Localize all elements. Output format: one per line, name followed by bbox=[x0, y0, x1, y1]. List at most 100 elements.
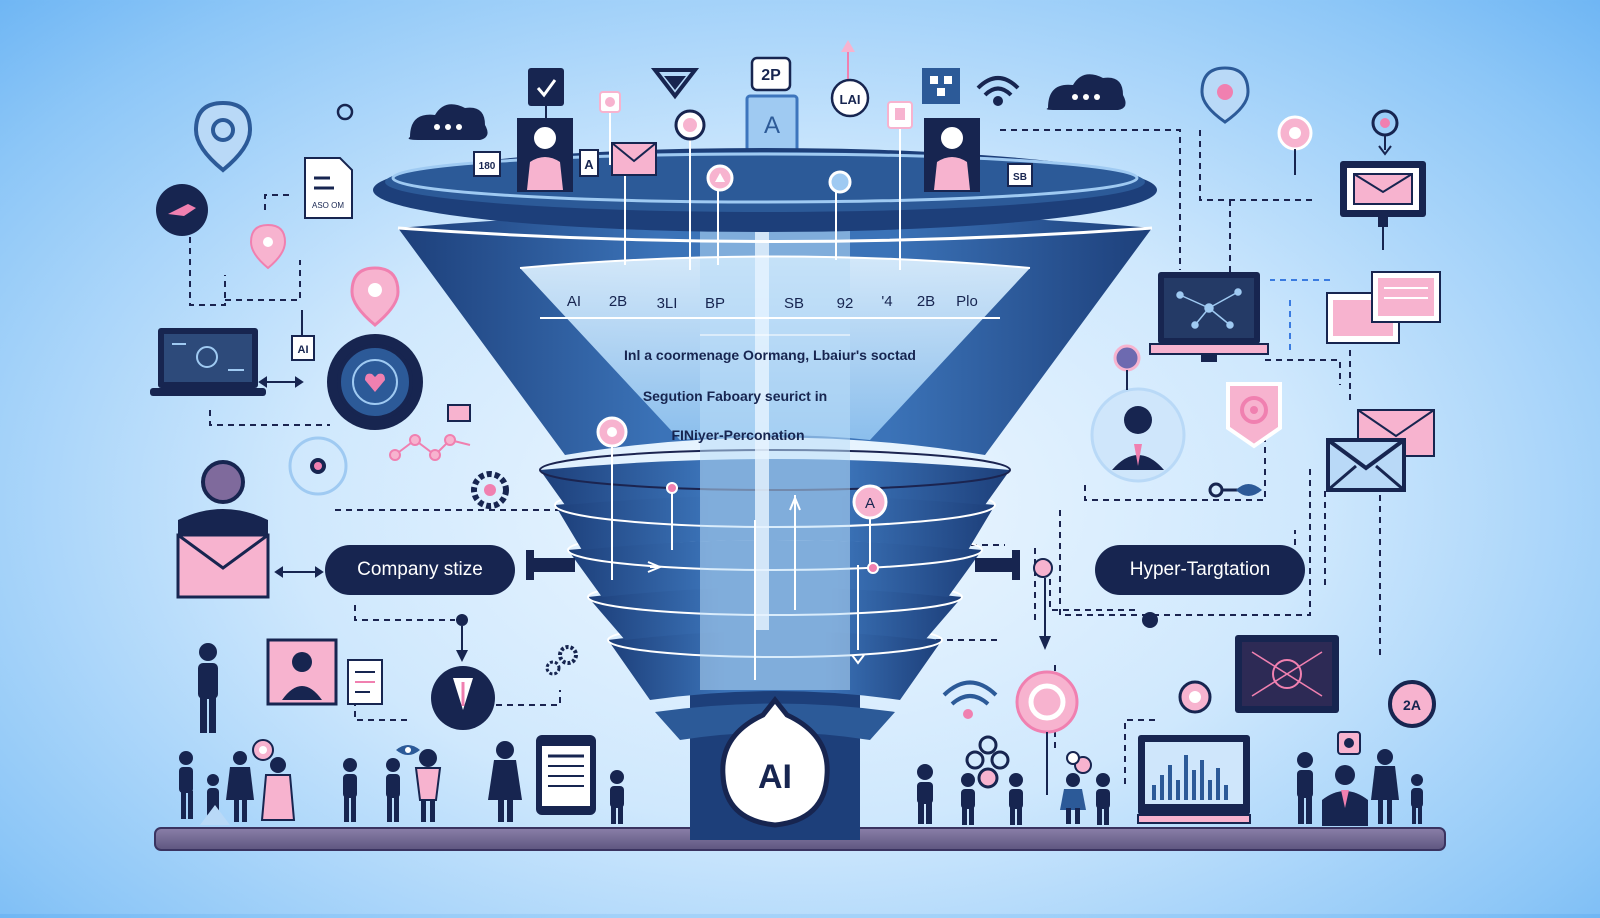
at-pin-icon bbox=[193, 100, 253, 173]
circle-dot-icon bbox=[336, 103, 354, 121]
key-eye-icon bbox=[1208, 482, 1262, 498]
people-crowd bbox=[179, 643, 1423, 826]
pin-icon bbox=[887, 101, 913, 129]
funnel-tag-row: AI 2B 3LI BP SB 92 '4 2B Plo bbox=[567, 293, 978, 312]
user-envelope-icon bbox=[176, 460, 270, 599]
envelope-icon bbox=[1326, 438, 1406, 492]
map-pin-icon bbox=[1337, 731, 1361, 755]
pin-a-icon: A bbox=[852, 484, 888, 520]
svg-text:ASO OM: ASO OM bbox=[312, 201, 344, 210]
molecule-icon bbox=[965, 735, 1010, 789]
rim-person-right bbox=[924, 118, 980, 192]
business-avatar-icon bbox=[431, 666, 495, 730]
gear-icon bbox=[471, 471, 509, 509]
network-nodes-icon bbox=[389, 404, 471, 461]
pin-icon bbox=[706, 164, 734, 192]
label-box-2p: 2P bbox=[750, 56, 792, 92]
rim-tag-180: 180 bbox=[473, 151, 501, 177]
map-pin-icon bbox=[1371, 109, 1399, 156]
network-monitor-icon bbox=[1149, 272, 1269, 362]
target-badge-icon bbox=[1226, 382, 1282, 449]
funnel-tag: '4 bbox=[881, 293, 892, 310]
pin-icon bbox=[596, 416, 628, 448]
funnel-text-line: Segution Faboary seurict in bbox=[643, 388, 827, 404]
funnel-text: Inl a coormenage Oormang, Lbaiur's socta… bbox=[624, 347, 916, 443]
email-monitor-icon bbox=[1340, 161, 1426, 250]
svg-text:180: 180 bbox=[479, 161, 496, 172]
funnel-text-line: FINiyer-Perconation bbox=[671, 427, 804, 443]
location-pin-icon bbox=[1200, 66, 1250, 124]
chat-windows-icon bbox=[1326, 271, 1441, 344]
grid-box-icon bbox=[922, 68, 960, 104]
location-pin-icon bbox=[249, 223, 287, 270]
ai-tag-icon: AI bbox=[291, 310, 315, 361]
target-pin-icon bbox=[1277, 115, 1313, 175]
funnel-side-pipes bbox=[526, 550, 1020, 580]
svg-text:A: A bbox=[764, 112, 780, 139]
pin-dot-icon bbox=[867, 562, 879, 574]
down-arrow-icon bbox=[456, 614, 468, 662]
ai-badge: AI bbox=[720, 695, 830, 828]
document-icon bbox=[347, 659, 383, 705]
balloon-icon bbox=[1113, 344, 1141, 390]
double-arrow-icon bbox=[274, 566, 324, 578]
node-dot-icon bbox=[1033, 558, 1158, 628]
rim-person-left bbox=[517, 118, 573, 192]
location-pin-icon bbox=[350, 266, 400, 327]
arrow-right-icon bbox=[647, 561, 663, 573]
pin-dot-icon bbox=[666, 482, 678, 494]
funnel-tag: Plo bbox=[956, 293, 978, 310]
svg-text:AI: AI bbox=[758, 758, 792, 796]
profile-card-icon bbox=[266, 638, 338, 706]
funnel-tag: 92 bbox=[837, 295, 854, 312]
funnel-tag: 2B bbox=[609, 293, 627, 310]
svg-text:LAI: LAI bbox=[840, 92, 861, 107]
arrow-down-icon bbox=[851, 654, 865, 665]
plane-badge-icon bbox=[156, 184, 208, 236]
company-size-label: Company stize bbox=[325, 545, 515, 595]
flower-icon bbox=[1066, 751, 1092, 774]
svg-text:A: A bbox=[584, 157, 594, 172]
signal-triangle-icon bbox=[650, 68, 700, 100]
gear-heart-icon bbox=[327, 334, 423, 430]
funnel-tag: 3LI bbox=[657, 295, 678, 312]
funnel-tag: SB bbox=[784, 295, 804, 312]
bar-chart-monitor-icon bbox=[1137, 735, 1251, 824]
laptop-icon bbox=[150, 328, 266, 396]
pin-icon bbox=[599, 91, 621, 113]
mobile-document-icon bbox=[536, 735, 596, 815]
svg-text:2A: 2A bbox=[1403, 697, 1421, 713]
rim-tag-a: A bbox=[579, 149, 599, 177]
businessman-avatar-icon bbox=[1090, 387, 1186, 483]
svg-text:SB: SB bbox=[1013, 172, 1027, 183]
target-circle-icon bbox=[288, 436, 348, 496]
svg-text:2P: 2P bbox=[761, 67, 781, 84]
cloud-icon bbox=[1046, 74, 1126, 110]
label-bubble-lai: LAI bbox=[830, 78, 870, 118]
target-circle-icon bbox=[1015, 670, 1079, 795]
down-arrow-icon bbox=[1039, 578, 1051, 650]
rim-tag-sb: SB bbox=[1007, 163, 1033, 187]
tag-2a-icon: 2A bbox=[1388, 680, 1436, 728]
target-pin-icon bbox=[1178, 680, 1212, 714]
funnel-tag: AI bbox=[567, 293, 581, 310]
funnel-light-column bbox=[700, 200, 850, 690]
network-screen-icon bbox=[1235, 635, 1339, 713]
arrow-up-icon bbox=[789, 495, 801, 511]
wifi-icon bbox=[942, 680, 998, 719]
pill-icon bbox=[828, 170, 852, 194]
funnel-text-line: Inl a coormenage Oormang, Lbaiur's socta… bbox=[624, 347, 916, 363]
svg-text:A: A bbox=[865, 495, 875, 512]
eye-icon bbox=[396, 745, 420, 755]
double-arrow-icon bbox=[258, 376, 304, 388]
label-box-a: A bbox=[745, 94, 799, 154]
funnel-tag: BP bbox=[705, 295, 725, 312]
rim-envelope-icon bbox=[611, 142, 657, 176]
cloud-icon bbox=[408, 104, 488, 140]
hyper-targeting-label: Hyper-Targtation bbox=[1095, 545, 1305, 595]
location-pin-icon bbox=[252, 739, 274, 761]
document-icon: ASO OM bbox=[304, 157, 353, 219]
gears-icon bbox=[545, 645, 578, 676]
